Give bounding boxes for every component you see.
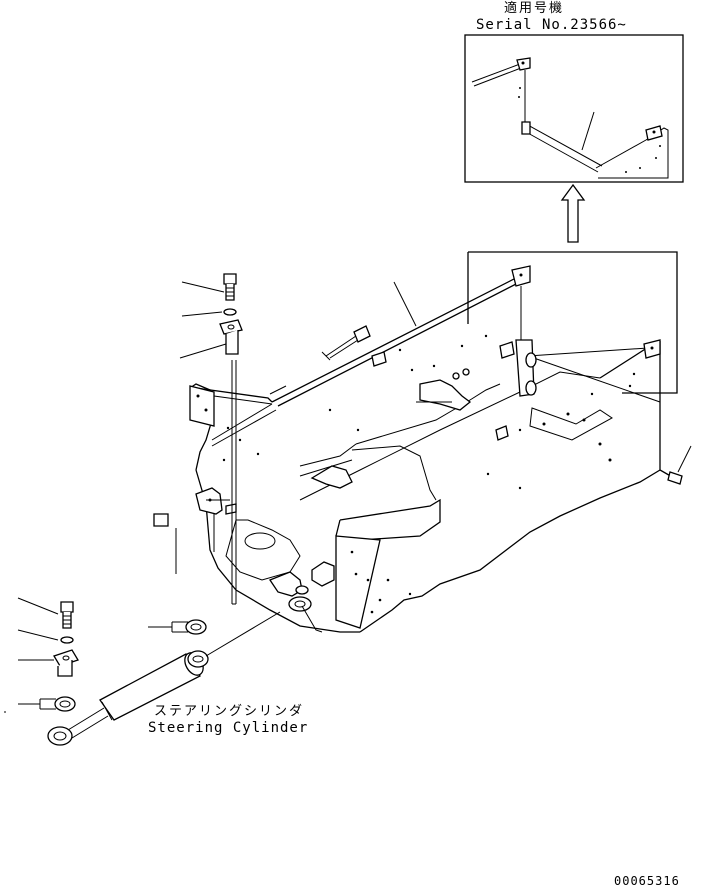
leader-lines [4, 281, 692, 713]
steering-cylinder-label-jp: ステアリングシリンダ [154, 704, 305, 719]
detail-reference-box [467, 251, 678, 394]
steering-cylinder [47, 611, 281, 746]
lower-bolt-icon [60, 601, 74, 629]
bushing-icon [171, 619, 207, 635]
main-frame [189, 265, 675, 633]
arrow-up-icon [560, 183, 586, 243]
steering-cylinder-label-en: Steering Cylinder [148, 720, 309, 736]
drawing-number: 00065316 [614, 874, 680, 888]
lower-washer-icon [60, 636, 74, 644]
washer-icon [223, 308, 237, 316]
long-bolt-icon [321, 325, 371, 361]
lower-bracket-icon [53, 649, 79, 677]
inset-detail-box [464, 34, 684, 183]
applicable-serial-label-jp: 適用号機 [504, 1, 565, 16]
serial-number-label: Serial No.23566~ [476, 17, 627, 33]
lower-bushing-icon [39, 696, 76, 712]
bolt-icon [223, 273, 237, 301]
bracket-plate-icon [219, 319, 243, 355]
long-pin [231, 360, 237, 605]
cap-icon [153, 471, 683, 527]
